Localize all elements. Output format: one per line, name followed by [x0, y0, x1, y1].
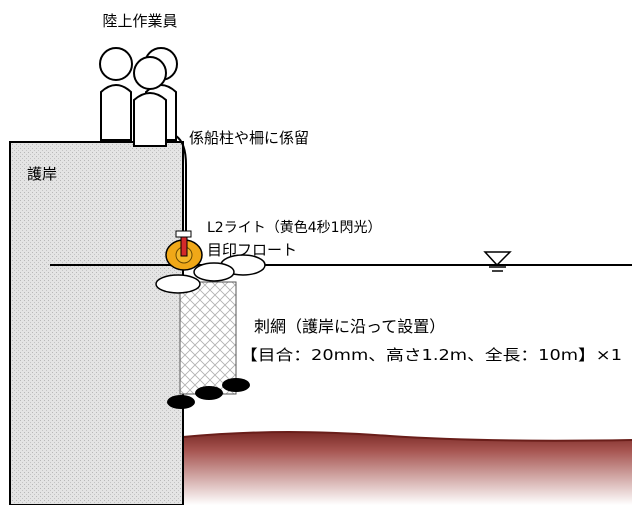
workers-label: 陸上作業員 — [102, 12, 177, 30]
sinker — [167, 395, 195, 409]
worker-figure — [99, 47, 133, 141]
sinker — [195, 386, 223, 400]
sinker — [222, 378, 250, 392]
mooring-rope — [175, 135, 187, 232]
net-title-label: 刺網（護岸に沿って設置） — [254, 317, 445, 336]
water-level-triangle-icon — [483, 251, 512, 272]
seawall-label: 護岸 — [27, 165, 57, 183]
worker-figure — [133, 56, 167, 147]
marker-float-with-light — [165, 230, 203, 271]
float — [155, 274, 201, 294]
l2-light — [180, 235, 188, 257]
net-spec-label: 【目合：20mm、高さ1.2m、全長：10m】×1 — [240, 346, 622, 364]
mooring-label: 係船柱や柵に係留 — [189, 129, 309, 147]
gill-net — [179, 281, 237, 395]
float-label: 目印フロート — [207, 241, 297, 259]
seabed-line — [182, 431, 632, 442]
seabed — [183, 432, 632, 505]
seawall — [9, 141, 184, 505]
light-label: L2ライト（黄色4秒1閃光） — [207, 219, 382, 236]
float — [193, 262, 235, 282]
